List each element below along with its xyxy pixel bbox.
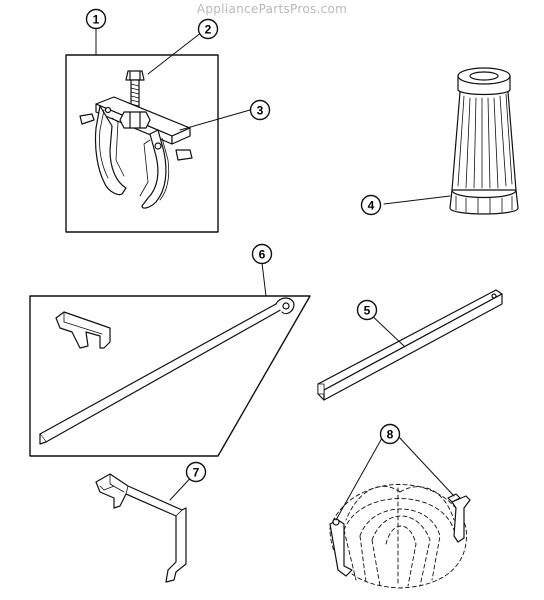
callout-3-label: 3 [257, 104, 264, 118]
callout-3: 3 [249, 99, 271, 121]
callout-2: 2 [197, 18, 219, 40]
puller-panel [65, 54, 219, 233]
callout-8-label: 8 [387, 428, 394, 442]
callout-1-label: 1 [93, 13, 100, 27]
callout-6: 6 [251, 243, 273, 265]
long-rod-drawing [39, 297, 295, 445]
callout-5-label: 5 [364, 304, 371, 318]
square-bar-drawing [317, 289, 503, 401]
filter-sleeve-drawing [449, 67, 519, 215]
watermark-text: AppliancePartsPros.com [196, 2, 348, 16]
callout-6-label: 6 [259, 248, 266, 262]
gear-puller-drawing [79, 70, 193, 209]
callout-7: 7 [185, 461, 207, 483]
callout-7-label: 7 [193, 466, 200, 480]
hook-left-drawing [329, 518, 353, 577]
callout-2-label: 2 [205, 23, 212, 37]
leader-lines [95, 27, 455, 521]
callout-8: 8 [379, 423, 401, 445]
callout-4-label: 4 [368, 199, 375, 213]
callout-5: 5 [356, 299, 378, 321]
callout-4: 4 [360, 194, 382, 216]
tub-outline-drawing [329, 484, 467, 589]
spline-key-drawing [55, 311, 111, 349]
callout-1: 1 [85, 8, 107, 30]
bent-bracket-drawing [95, 473, 187, 583]
rod-panel [29, 295, 311, 457]
hook-right-drawing [447, 493, 471, 543]
